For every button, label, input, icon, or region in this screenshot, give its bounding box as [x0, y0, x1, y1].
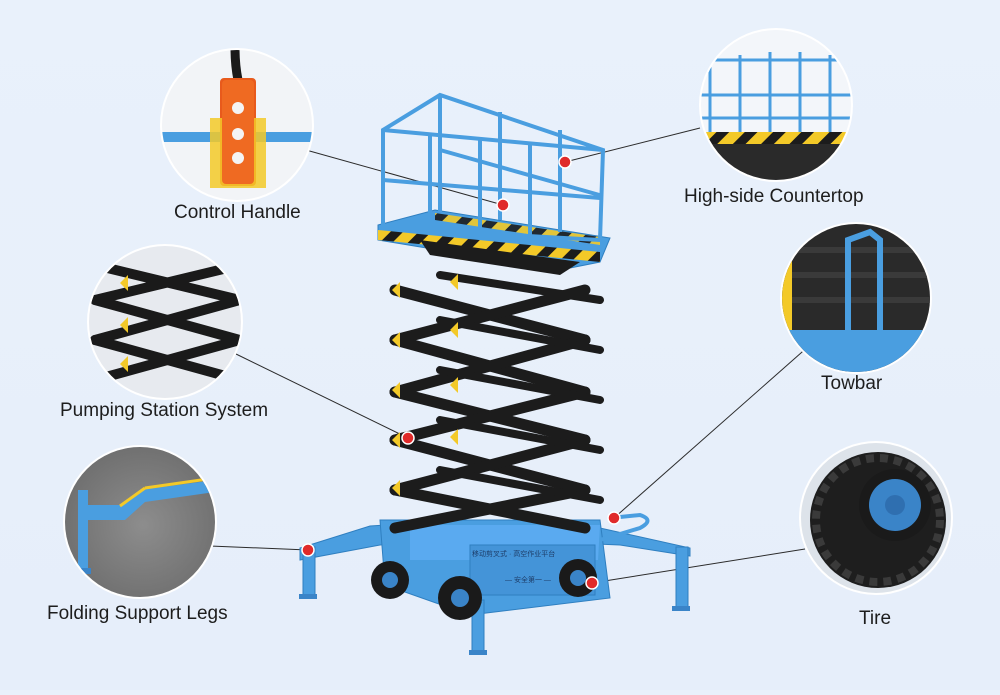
towbar: [599, 512, 650, 542]
leader-tire: [591, 548, 806, 584]
leader-towbar: [613, 344, 811, 519]
leader-control-handle: [305, 149, 504, 206]
leader-pumping: [235, 353, 409, 439]
wheel-front-left: [438, 576, 482, 620]
scissor-arms: [389, 271, 604, 534]
scissor-warning-tags: [392, 274, 458, 496]
label-high-side-countertop: High-side Countertop: [684, 186, 864, 207]
label-tire: Tire: [859, 608, 892, 629]
label-folding-support-legs: Folding Support Legs: [47, 603, 228, 624]
leader-lines: [209, 127, 811, 584]
label-pumping-station-system: Pumping Station System: [60, 400, 269, 421]
detail-support-legs: [63, 445, 217, 599]
support-leg-right: [672, 546, 690, 611]
marker-countertop: [558, 155, 572, 169]
leader-countertop: [564, 127, 701, 163]
marker-pumping: [401, 431, 415, 445]
marker-tire: [585, 576, 599, 590]
base-chassis: 移动剪叉式 · 高空作业平台 — 安全第一 —: [299, 512, 691, 655]
leader-legs: [209, 545, 309, 551]
base-text-2: — 安全第一 —: [505, 575, 551, 584]
detail-towbar: [780, 222, 932, 374]
scissor-lift: 移动剪叉式 · 高空作业平台 — 安全第一 —: [299, 92, 691, 655]
detail-control-handle: [160, 48, 314, 202]
marker-towbar: [607, 511, 621, 525]
label-towbar: Towbar: [821, 373, 883, 394]
platform-railing: [381, 92, 606, 243]
detail-tire: [799, 441, 953, 595]
label-control-handle: Control Handle: [174, 202, 301, 223]
callout-markers: [301, 155, 621, 590]
marker-legs: [301, 543, 315, 557]
detail-pumping-station: [87, 244, 243, 400]
base-text-1: 移动剪叉式 · 高空作业平台: [472, 549, 555, 558]
wheel-rear-left: [371, 561, 409, 599]
platform-deck: [377, 209, 611, 275]
marker-control-handle: [496, 198, 510, 212]
detail-countertop: [699, 28, 853, 182]
